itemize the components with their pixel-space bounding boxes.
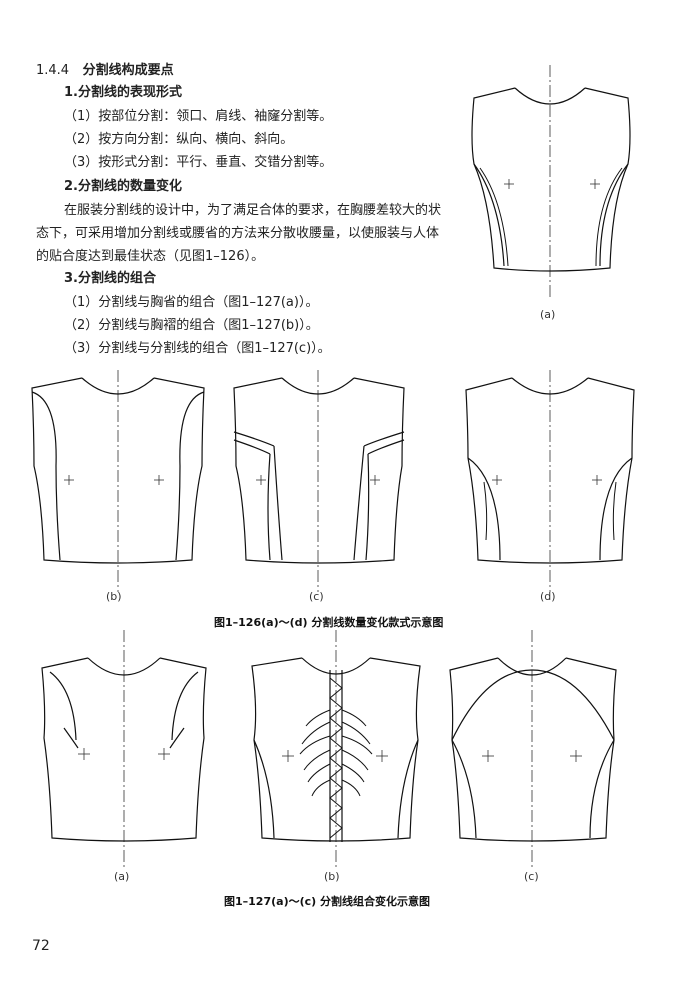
figure-label: (d) [540, 590, 556, 603]
figure-label: (b) [106, 590, 122, 603]
page-number: 72 [32, 938, 50, 954]
figure-label: (c) [524, 870, 539, 883]
list-item: （1）分割线与胸省的组合（图1–127(a)）。 [64, 295, 319, 310]
bodice-sketch-126b [31, 370, 205, 592]
list-item: （2）按方向分割：纵向、横向、斜向。 [64, 132, 294, 147]
bodice-sketch-126c [233, 370, 405, 592]
list-item: （2）分割线与胸褶的组合（图1–127(b)）。 [64, 318, 319, 333]
figure-label: (b) [324, 870, 340, 883]
list-item: （1）按部位分割：领口、肩线、袖窿分割等。 [64, 109, 333, 124]
bodice-sketch-126d [465, 370, 635, 592]
subheading-2: 2.分割线的数量变化 [64, 179, 182, 194]
section-number: 1.4.4 [36, 63, 70, 78]
paragraph: 在服装分割线的设计中，为了满足合体的要求，在胸腰差较大的状态下，可采用增加分割线… [36, 203, 442, 264]
list-item: （3）分割线与分割线的组合（图1–127(c)）。 [64, 341, 331, 356]
section-title: 分割线构成要点 [82, 63, 174, 78]
figure-label: (a) [114, 870, 130, 883]
bodice-sketch-126a [471, 65, 631, 300]
figure-caption: 图1–126(a)～(d) 分割线数量变化款式示意图 [214, 616, 444, 629]
bodice-sketch-127a [41, 630, 207, 870]
bodice-sketch-127b [251, 630, 421, 870]
list-item: （3）按形式分割：平行、垂直、交错分割等。 [64, 155, 333, 170]
subheading-3: 3.分割线的组合 [64, 271, 156, 286]
figure-caption: 图1–127(a)～(c) 分割线组合变化示意图 [224, 895, 430, 908]
figure-label: (c) [309, 590, 324, 603]
figure-label: (a) [540, 308, 556, 321]
bodice-sketch-127c [449, 630, 617, 870]
section-heading: 1.4.4 分割线构成要点 [36, 62, 174, 80]
subheading-1: 1.分割线的表现形式 [64, 85, 182, 100]
